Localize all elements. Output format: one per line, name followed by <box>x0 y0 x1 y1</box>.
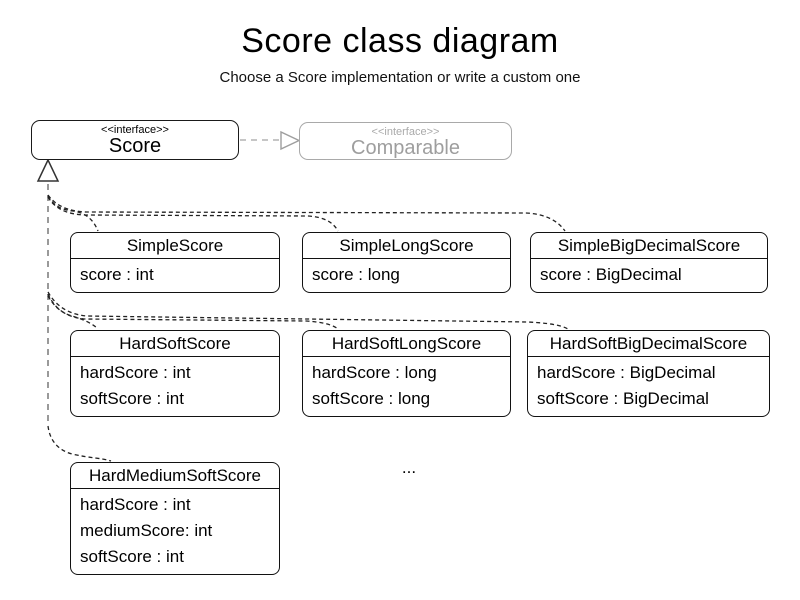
class-hard-medium-soft-score[interactable]: HardMediumSoftScore hardScore : int medi… <box>70 462 280 575</box>
class-attributes: hardScore : BigDecimal softScore : BigDe… <box>528 357 769 416</box>
score-name: Score <box>108 135 162 157</box>
attribute: hardScore : BigDecimal <box>537 363 716 382</box>
class-name: SimpleBigDecimalScore <box>531 233 767 259</box>
attribute: hardScore : long <box>312 363 437 382</box>
realization-arrowhead-comparable <box>280 130 301 151</box>
edge-hard-soft-big-decimal-score <box>47 291 569 330</box>
class-hard-soft-long-score[interactable]: HardSoftLongScore hardScore : long softS… <box>302 330 511 417</box>
attribute: softScore : int <box>80 547 184 566</box>
class-attributes: score : long <box>303 259 510 292</box>
class-hard-soft-big-decimal-score[interactable]: HardSoftBigDecimalScore hardScore : BigD… <box>527 330 770 417</box>
class-attributes: score : int <box>71 259 279 292</box>
class-attributes: hardScore : int mediumScore: int softSco… <box>71 489 279 574</box>
attribute: softScore : int <box>80 389 184 408</box>
class-name: HardSoftScore <box>71 331 279 357</box>
attribute: hardScore : int <box>80 495 191 514</box>
edge-hard-soft-score <box>47 293 99 330</box>
class-attributes: hardScore : int softScore : int <box>71 357 279 416</box>
attribute: mediumScore: int <box>80 521 213 540</box>
class-name: HardMediumSoftScore <box>71 463 279 489</box>
class-name: SimpleLongScore <box>303 233 510 259</box>
comparable-stereotype: <<interface>> <box>371 126 440 138</box>
class-simple-score[interactable]: SimpleScore score : int <box>70 232 280 293</box>
attribute: softScore : long <box>312 389 431 408</box>
page-title: Score class diagram <box>241 22 559 60</box>
attribute: score : long <box>312 265 400 284</box>
score-stereotype: <<interface>> <box>101 124 169 136</box>
attribute: score : int <box>80 265 154 284</box>
attribute: softScore : BigDecimal <box>537 389 709 408</box>
edge-hard-medium-soft-score <box>47 425 112 462</box>
edge-hard-soft-long-score <box>47 295 339 330</box>
edge-simple-long-score <box>47 196 339 232</box>
class-attributes: hardScore : long softScore : long <box>303 357 510 416</box>
class-hard-soft-score[interactable]: HardSoftScore hardScore : int softScore … <box>70 330 280 417</box>
realization-arrowhead-score <box>36 158 60 182</box>
more-implementations-ellipsis: ... <box>401 458 417 477</box>
class-name: SimpleScore <box>71 233 279 259</box>
attribute: hardScore : int <box>80 363 191 382</box>
comparable-name: Comparable <box>351 137 460 159</box>
edge-simple-big-decimal-score <box>47 194 566 232</box>
interface-comparable[interactable]: <<interface>> Comparable <box>299 122 512 160</box>
attribute: score : BigDecimal <box>540 265 682 284</box>
class-attributes: score : BigDecimal <box>531 259 767 292</box>
class-simple-long-score[interactable]: SimpleLongScore score : long <box>302 232 511 293</box>
class-name: HardSoftBigDecimalScore <box>528 331 769 357</box>
interface-score[interactable]: <<interface>> Score <box>31 120 239 160</box>
class-simple-big-decimal-score[interactable]: SimpleBigDecimalScore score : BigDecimal <box>530 232 768 293</box>
class-name: HardSoftLongScore <box>303 331 510 357</box>
page-subtitle: Choose a Score implementation or write a… <box>219 69 581 86</box>
